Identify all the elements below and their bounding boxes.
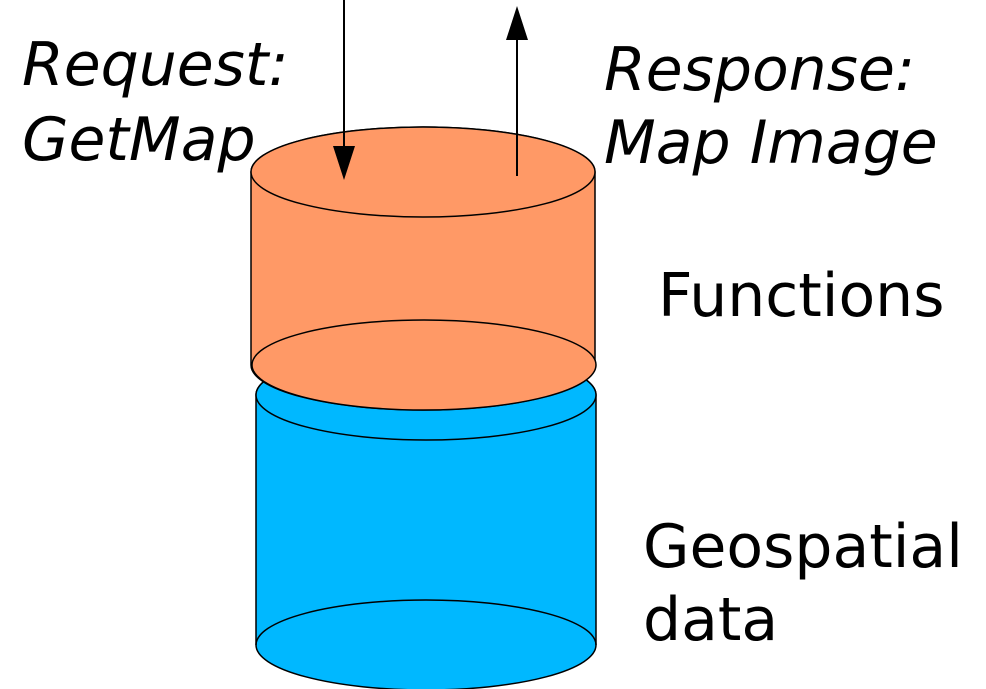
response-label-line2: Map Image: [604, 108, 938, 178]
request-label-line2: GetMap: [22, 105, 256, 175]
response-arrow: [506, 6, 528, 176]
geospatial-data-label-line2: data: [643, 585, 778, 655]
functions-cylinder-bottom: [251, 319, 597, 411]
request-arrow: [333, 0, 355, 180]
response-label-line1: Response:: [604, 35, 915, 105]
functions-cylinder: [250, 126, 597, 411]
functions-label: Functions: [658, 261, 944, 331]
request-arrowhead: [333, 146, 355, 180]
response-arrowhead: [506, 6, 528, 40]
request-label-line1: Request:: [22, 30, 289, 100]
geospatial-data-label-line1: Geospatial: [643, 512, 963, 582]
geospatial-data-cylinder-bottom-rim: [255, 599, 597, 646]
functions-cylinder-top: [250, 126, 596, 218]
